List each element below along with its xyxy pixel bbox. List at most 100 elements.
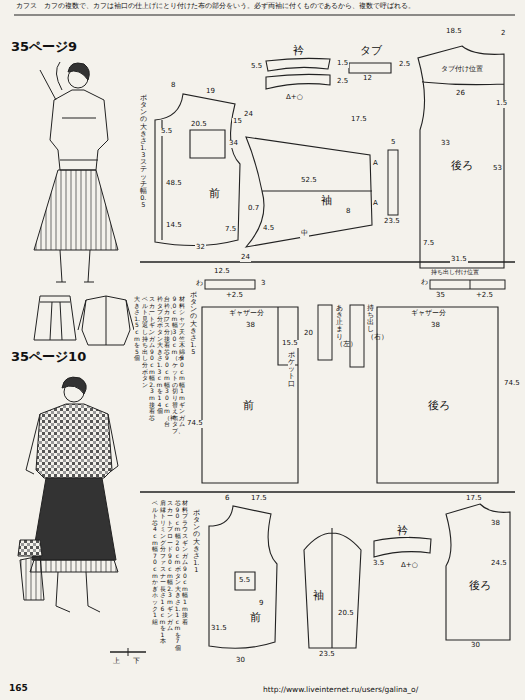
piece-outline-path [349, 63, 391, 73]
flat-sketches-9 [34, 296, 134, 345]
dimension-label: A [372, 200, 379, 208]
dimension-label: 14.5 [165, 222, 183, 230]
dimension-label: 12 [362, 75, 373, 83]
dimension-label: 24 [243, 111, 254, 119]
dimension-label: 1.5 [495, 100, 508, 108]
dimension-label: 30 [470, 642, 481, 650]
dimension-label: 7.5 [422, 240, 435, 248]
piece-name: 前 [249, 612, 262, 624]
dimension-label: 1.5 [336, 60, 349, 68]
vertical-note: 90cm幅30cm（ポケットの切り替え布、タブ、 [172, 296, 178, 434]
pattern-piece: 袖 [240, 125, 380, 255]
vertical-note: あき止まり（左） [336, 305, 343, 348]
figure-woman-9 [34, 62, 118, 282]
dimension-label: 32 [195, 244, 206, 252]
dimension-label: 5 [390, 139, 396, 147]
piece-name: 後ろ [450, 160, 474, 172]
dimension-label: 5.5 [250, 63, 263, 71]
piece-outline [240, 125, 380, 255]
dimension-label: 20.5 [337, 610, 355, 618]
piece-outline [300, 520, 365, 655]
dimension-label: 38 [245, 322, 256, 330]
dimension-label: 24 [240, 254, 251, 262]
piece-name: 後ろ [427, 400, 451, 412]
dimension-label: ギャザー分 [410, 310, 447, 318]
dimension-label: 52.5 [300, 177, 318, 185]
piece-outline-path [209, 506, 277, 648]
dimension-label: 持ち出し付け位置 [430, 269, 480, 276]
dimension-label: タブ付け位置 [440, 66, 484, 73]
dimension-label: 3 [260, 280, 266, 288]
piece-outline-path [446, 504, 510, 640]
vertical-note: 材料 ブラウス ギンガム90cm幅1m 接着 [182, 500, 188, 625]
piece-outline [440, 500, 515, 650]
dimension-label: 中 [300, 230, 309, 238]
piece-outline-path [377, 307, 498, 483]
dimension-label: 74.5 [503, 380, 521, 388]
dimension-label: 26 [455, 90, 466, 98]
dimension-label: 6 [224, 495, 230, 503]
dimension-label: 35 [435, 292, 446, 300]
pattern-piece: 後ろ [375, 305, 500, 485]
separators [14, 15, 515, 492]
dimension-label: http://www.liveinternet.ru/users/galina_… [262, 686, 419, 694]
dimension-label: A [372, 160, 379, 168]
piece-outline-path [266, 58, 330, 89]
dimension-label: 12.5 [213, 268, 231, 276]
vertical-note: 芯90cm幅20cm ボタン 大きさ1.1cmを7個 [175, 500, 181, 652]
dimension-label: 5.5 [160, 128, 173, 136]
piece-outline [375, 305, 500, 485]
dimension-label: 15 [232, 118, 243, 126]
vertical-note: ポケット口 [288, 352, 295, 388]
piece-outline [200, 305, 300, 485]
dimension-label: 23.5 [318, 651, 336, 659]
dimension-label: 33 [440, 140, 451, 148]
piece-outline-path [202, 307, 298, 483]
dimension-label: +2.5 [475, 292, 494, 300]
dimension-label: 17.5 [465, 495, 483, 503]
dimension-label: 4.5 [262, 225, 275, 233]
dimension-label: 24.5 [490, 560, 508, 568]
dimension-label: 31.5 [210, 625, 228, 633]
dimension-label: 74.5 [186, 420, 204, 428]
dimension-label: 3.5 [372, 560, 385, 568]
piece-outline-path [155, 94, 240, 246]
dimension-label: 23.5 [383, 218, 401, 226]
vertical-note: 持ち出し（右） [367, 305, 374, 341]
piece-name: 後ろ [468, 580, 492, 592]
dimension-label: 2.5 [336, 78, 349, 86]
dimension-label: 38 [490, 520, 501, 528]
vertical-note: ベルト、見返し、持ち出し分 ボタン [142, 296, 148, 388]
dimension-label: 8 [170, 82, 176, 90]
dimension-label: ギャザー分 [228, 310, 265, 318]
dimension-label: 9 [258, 600, 264, 608]
vertical-note: 材料 シャツ 天竺木綿90cm幅1m ギンガム [179, 296, 185, 428]
dimension-label: 17.5 [250, 495, 268, 503]
dimension-label: 15.5 [281, 340, 299, 348]
dimension-label: 5.5 [238, 577, 251, 585]
dimension-label: 7.5 [224, 226, 237, 234]
piece-name: 袖 [320, 195, 333, 207]
dimension-label: Δ+○ [400, 562, 419, 570]
figure-woman-10 [18, 377, 118, 612]
dimension-label: 48.5 [165, 180, 183, 188]
dimension-label: 31.5 [450, 256, 468, 264]
dimension-label: 0.7 [247, 205, 260, 213]
vertical-note: スカート ブロード90cm幅2.3m ギンガム [167, 500, 173, 632]
dimension-label: 上 [112, 658, 121, 666]
dimension-label: 20.5 [190, 121, 208, 129]
pattern-piece: 袖 [300, 520, 365, 655]
dimension-label: +2.5 [225, 292, 244, 300]
dimension-label: 20 [303, 330, 314, 338]
vertical-note: 大きさ1.5cmを5個 [134, 296, 140, 362]
piece-outline-path [374, 537, 431, 557]
dimension-label: カフス カフの複数で、カフは袖口の仕上げにとり付けた布の部分をいう。必ず両袖に付… [15, 3, 517, 10]
pattern-piece: 後ろ [440, 500, 515, 650]
dimension-label: Δ+○ [285, 94, 304, 102]
piece-outline-path [246, 137, 372, 247]
pattern-piece: 前 [200, 305, 300, 485]
dimension-label: 19 [205, 88, 216, 96]
dimension-label: 34 [228, 140, 239, 148]
piece-outline-path [418, 46, 504, 268]
